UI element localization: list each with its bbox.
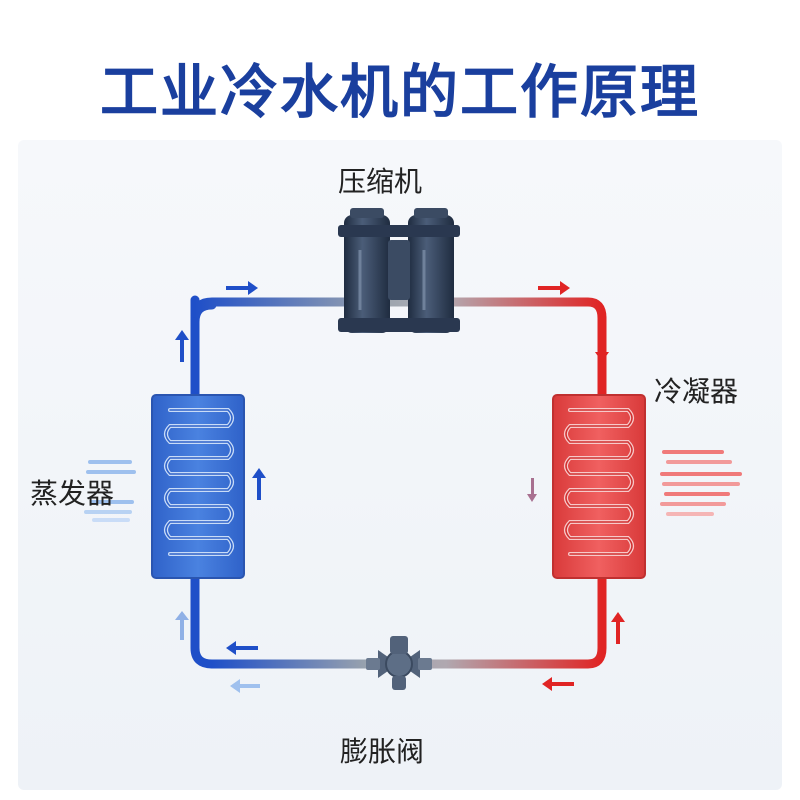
heat-lines — [660, 450, 742, 516]
pipe-bottom — [207, 570, 607, 669]
arrow-up-icon — [175, 330, 189, 362]
compressor-icon — [338, 208, 460, 333]
valve-icon — [366, 636, 432, 690]
arrow-down-icon — [595, 330, 609, 362]
arrow-left-icon — [542, 677, 574, 691]
condenser — [552, 394, 646, 579]
arrow-right-icon — [226, 281, 258, 295]
arrow-right-icon — [538, 281, 570, 295]
diagram-title: 工业冷水机的工作原理 — [99, 58, 700, 126]
pipe-top — [190, 295, 607, 405]
arrow-left-icon — [230, 679, 260, 693]
evaporator — [151, 394, 245, 579]
arrow-up-icon — [175, 611, 189, 640]
condenser-label: 冷凝器 — [654, 375, 739, 408]
expansion-valve-label: 膨胀阀 — [340, 735, 425, 768]
pipe-left-lower — [190, 570, 385, 669]
compressor-label: 压缩机 — [338, 165, 423, 198]
cold-air-lines — [84, 460, 136, 522]
arrow-up-icon — [611, 612, 625, 644]
arrow-down-icon — [527, 478, 537, 502]
evaporator-label: 蒸发器 — [30, 477, 115, 510]
flow-arrows — [175, 281, 625, 693]
arrow-up-icon — [252, 468, 266, 500]
pipe-loop — [190, 295, 607, 669]
arrow-left-icon — [226, 641, 258, 655]
